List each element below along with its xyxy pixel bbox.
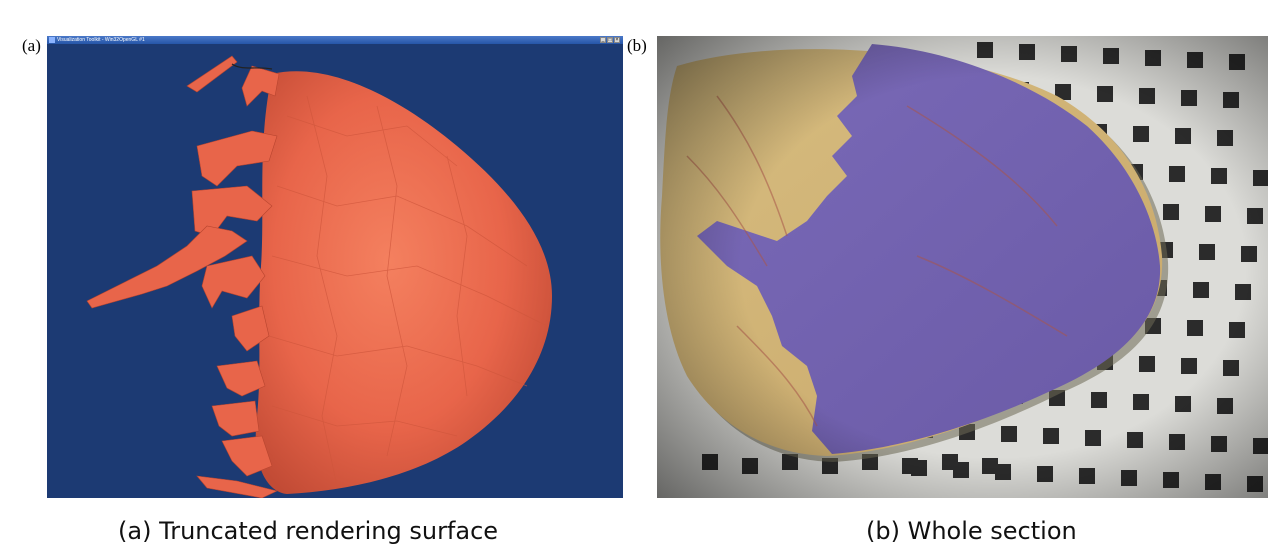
panel-b-photo (657, 36, 1268, 498)
surface-body (255, 71, 552, 494)
caption-a: (a) Truncated rendering surface (118, 517, 499, 545)
fragment-top (186, 55, 238, 93)
render-window-titlebar: Visualization Toolkit - Win32OpenGL #1 _… (47, 36, 623, 44)
fragment-4 (86, 225, 248, 309)
minimize-button[interactable]: _ (600, 37, 606, 43)
fragment-1 (241, 65, 280, 107)
maximize-button[interactable]: □ (607, 37, 613, 43)
fragment-3 (191, 185, 273, 237)
fragment-5 (201, 255, 266, 309)
fragment-8 (211, 400, 260, 437)
caption-b: (b) Whole section (866, 517, 1077, 545)
panel-a-render-window: Visualization Toolkit - Win32OpenGL #1 _… (47, 36, 623, 498)
close-button[interactable]: × (614, 37, 620, 43)
rendered-heart-surface (86, 55, 552, 498)
fragment-2 (196, 130, 278, 187)
fragment-10 (196, 475, 278, 498)
fragment-7 (216, 360, 266, 397)
fragment-6 (231, 305, 270, 352)
panel-b-label: (b) (627, 36, 647, 55)
render-window-title: Visualization Toolkit - Win32OpenGL #1 (57, 37, 145, 43)
panel-a-label: (a) (22, 36, 41, 55)
heart-section-photo (657, 36, 1268, 498)
app-icon (49, 37, 55, 43)
fragment-9 (221, 435, 273, 477)
